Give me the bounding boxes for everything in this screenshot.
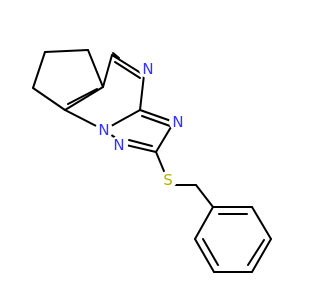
bond-ph5-ph6 bbox=[194, 238, 215, 273]
bond-c5a-c6 bbox=[87, 49, 104, 88]
bond-c5a-c5 bbox=[102, 54, 113, 88]
atom-n-triazole-right: N bbox=[172, 113, 183, 131]
atom-n-bridgehead-bg bbox=[95, 121, 113, 139]
bond-ph-double-3 bbox=[202, 238, 219, 266]
atom-s-thioether-bg bbox=[159, 171, 177, 189]
bond-c8-c8a bbox=[32, 87, 66, 111]
bond-c2-n2-double bbox=[128, 139, 153, 147]
atom-n-triazole-bottom-bg bbox=[110, 136, 128, 154]
bond-c5-c5-double bbox=[112, 52, 120, 59]
atom-n-triazole-right-bg bbox=[169, 113, 187, 131]
bond-c5-n4 bbox=[111, 54, 145, 76]
bond-c8a-c5a bbox=[64, 86, 104, 111]
bond-ph6-ph1 bbox=[194, 206, 214, 240]
bond-c8a-c5a-inner bbox=[67, 88, 98, 105]
atom-n-ring-top: N bbox=[142, 60, 153, 78]
atom-n-ring-top-bg bbox=[139, 60, 157, 78]
bond-ph2-ph3 bbox=[251, 206, 272, 240]
atom-n-bridgehead: N bbox=[98, 121, 109, 139]
molecule-structure: N N N N S bbox=[32, 49, 272, 273]
bond-n4-c3a bbox=[139, 74, 145, 111]
bond-c7-c8 bbox=[32, 51, 46, 89]
bond-ch2-ph bbox=[195, 184, 214, 208]
atom-s-thioether: S bbox=[163, 171, 173, 189]
bond-ph-double-2 bbox=[247, 239, 265, 266]
molecule-canvas: N N N N S bbox=[32, 49, 272, 273]
bond-c3a-n3 bbox=[139, 109, 175, 123]
bond-c5-n4-double bbox=[114, 61, 141, 79]
atom-n-triazole-bottom: N bbox=[113, 136, 124, 154]
bond-c3a-n3-double bbox=[141, 115, 171, 127]
bond-c6-c7 bbox=[44, 49, 89, 53]
bond-c2-n2 bbox=[125, 144, 157, 153]
bond-ph3-ph4 bbox=[251, 238, 272, 273]
